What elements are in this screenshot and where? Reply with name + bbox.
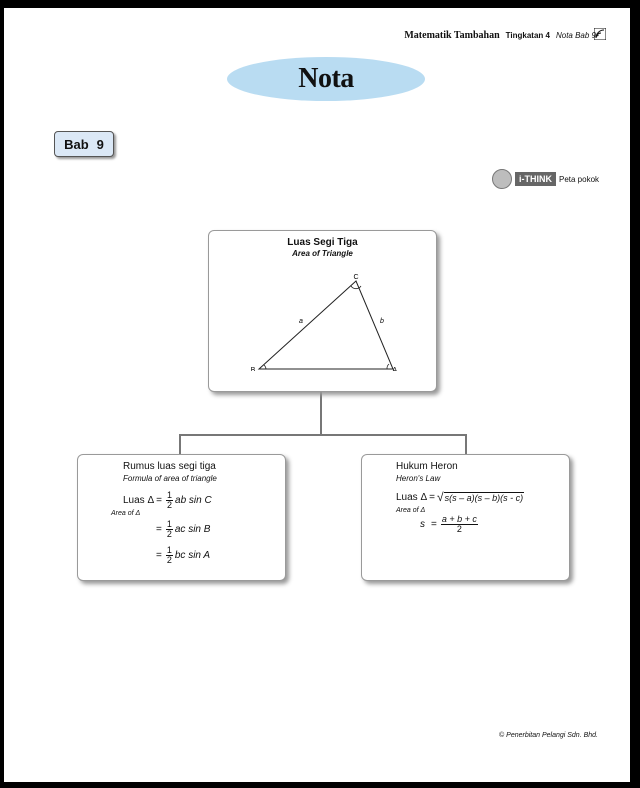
triangle-diagram: C B A a b c [251, 274, 397, 371]
fraction-numerator: 1 [165, 519, 173, 530]
subject-title: Matematik Tambahan [404, 30, 500, 41]
half-fraction: 1 2 [165, 545, 173, 565]
semi-perimeter-fraction: a + b + c 2 [440, 514, 478, 534]
equals-sign: = [429, 491, 435, 503]
fraction-numerator: 1 [166, 490, 174, 501]
half-fraction: 1 2 [165, 519, 173, 539]
signal-icon [594, 28, 606, 40]
box-title: Rumus luas segi tiga [123, 461, 216, 472]
formula-bc-sin-a: bc sin A [174, 550, 211, 561]
area-label: Area of Δ [111, 510, 141, 517]
bottom-border [0, 782, 640, 788]
top-border [0, 0, 640, 8]
nota-reference: Nota Bab 9 [555, 31, 596, 40]
ithink-badge: i-THINK Peta pokok [492, 169, 599, 189]
formula-line-3: = 1 2 bc sin A [154, 546, 210, 565]
heron-formula-line: Luas Δ = √ s(s – a)(s – b)(s - c) [396, 490, 525, 504]
banner-title: Nota [298, 63, 354, 94]
area-of-triangle-box: Luas Segi Tiga Area of Triangle C B A a … [208, 230, 437, 392]
ithink-label: Peta pokok [559, 174, 600, 184]
side-b-label: b [380, 318, 384, 325]
formula-ac-sin-b: ac sin B [174, 524, 211, 535]
area-label: Area of Δ [396, 507, 426, 514]
chapter-number: 9 [96, 136, 104, 152]
formula-ab-sin-c: ab sin C [175, 495, 212, 506]
radical-icon: √ [437, 490, 444, 504]
equals-sign: = [156, 550, 162, 561]
chapter-label: Bab [64, 136, 89, 152]
vertex-c-label: C [353, 274, 358, 281]
luas-label: Luas Δ [396, 491, 428, 503]
half-fraction: 1 2 [166, 490, 174, 510]
ithink-face-icon [492, 169, 512, 189]
fraction-denominator: 2 [456, 524, 462, 534]
herons-law-box: Hukum Heron Heron's Law Luas Δ = √ s(s –… [361, 454, 570, 581]
box-subtitle: Area of Triangle [292, 249, 353, 258]
formula-line-2: = 1 2 ac sin B [154, 520, 210, 539]
form-level: Tingkatan 4 [505, 31, 550, 40]
connector-vertical-top [320, 391, 322, 435]
fraction-denominator: 2 [167, 500, 173, 510]
heron-expression: s(s – a)(s – b)(s - c) [443, 491, 525, 503]
vertex-b-label: B [251, 367, 256, 371]
triangle-shape [257, 280, 394, 370]
copyright-footer: © Penerbitan Pelangi Sdn. Bhd. [499, 732, 598, 739]
angle-mark-b [263, 364, 267, 370]
connector-vertical-left [179, 434, 181, 454]
left-border [0, 0, 4, 788]
angle-mark-c [350, 285, 362, 290]
square-root: √ s(s – a)(s – b)(s - c) [437, 490, 525, 504]
right-border [630, 0, 640, 788]
equals-sign: = [431, 519, 437, 530]
connector-horizontal [179, 434, 467, 436]
chapter-badge: Bab 9 [54, 131, 114, 157]
box-subtitle: Heron's Law [396, 474, 441, 483]
box-title: Luas Segi Tiga [287, 237, 358, 248]
area-formula-box: Rumus luas segi tiga Formula of area of … [77, 454, 286, 581]
box-subtitle: Formula of area of triangle [123, 474, 217, 483]
vertex-a-label: A [392, 367, 397, 371]
s-label: s [420, 519, 425, 530]
fraction-numerator: a + b + c [440, 514, 478, 525]
fraction-denominator: 2 [166, 529, 172, 539]
luas-label: Luas Δ [123, 495, 155, 506]
semi-perimeter-line: s = a + b + c 2 [420, 515, 480, 534]
side-a-label: a [299, 318, 303, 325]
formula-line-1: Luas Δ = 1 2 ab sin C [123, 491, 212, 510]
box-title: Hukum Heron [396, 461, 458, 472]
angle-mark-a [386, 363, 390, 370]
fraction-denominator: 2 [166, 555, 172, 565]
nota-banner: Nota [227, 57, 425, 101]
page-header: Matematik Tambahan Tingkatan 4 Nota Bab … [404, 30, 596, 41]
connector-vertical-right [465, 434, 467, 454]
equals-sign: = [156, 524, 162, 535]
ithink-tag: i-THINK [515, 172, 556, 186]
equals-sign: = [156, 495, 162, 506]
fraction-numerator: 1 [165, 545, 173, 556]
